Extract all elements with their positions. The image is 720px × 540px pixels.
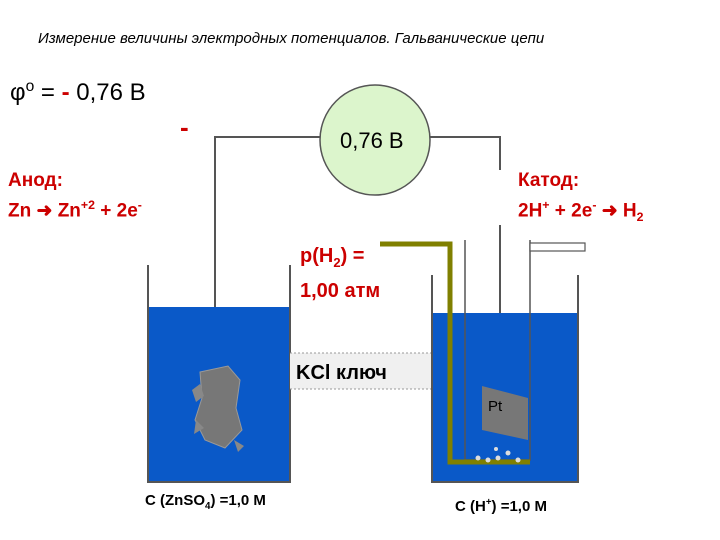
pressure-value: 1,00 атм	[300, 280, 381, 302]
anode-title: Анод:	[8, 170, 63, 191]
cathode-eq-left-sup: +	[542, 198, 550, 212]
phi-minus: -	[61, 79, 70, 106]
anode-eq-rest-sup: -	[137, 198, 142, 212]
zinc-electrode	[192, 365, 244, 452]
salt-bridge-label: KCl ключ	[296, 362, 387, 384]
hydrogen-bubbles	[475, 447, 521, 463]
cathode-equation: 2H+ + 2e- ➜ H2	[518, 198, 644, 224]
pressure-h-sub: 2	[333, 255, 341, 270]
anode-sign: -	[180, 112, 189, 142]
cathode-eq-right: H	[622, 200, 637, 222]
conc-right-a: С (H	[455, 498, 486, 515]
arrow-icon: ➜	[601, 200, 618, 222]
phi-superscript: o	[25, 78, 35, 95]
anode-eq-right-sup: +2	[80, 198, 95, 212]
cathode-eq-right-sub: 2	[636, 210, 644, 225]
external-wire-right	[420, 136, 501, 170]
phi-equals: =	[40, 79, 55, 106]
cathode-eq-left: 2H	[518, 200, 543, 222]
conc-right-b: ) =1,0 М	[491, 498, 547, 515]
page-title: Измерение величины электродных потенциал…	[38, 30, 545, 47]
conc-right-a-sup: +	[485, 497, 492, 508]
anode-equation: Zn ➜ Zn+2 + 2e-	[8, 198, 142, 222]
pressure-p: p	[300, 245, 313, 267]
anode-eq-right: Zn	[57, 200, 81, 222]
gas-outlet-tube	[529, 242, 586, 252]
voltmeter-reading: 0,76 В	[340, 128, 404, 153]
platinum-plate	[482, 386, 528, 440]
anode-eq-left: Zn	[8, 200, 32, 222]
conc-left-b-sub: 4	[205, 501, 211, 512]
salt-bridge	[290, 353, 432, 389]
platinum-label: Pt	[488, 398, 503, 415]
cathode-eq-mid: + 2e	[554, 200, 593, 222]
right-concentration: С (H+) =1,0 М	[455, 497, 547, 515]
hydrogen-supply-tube	[380, 241, 530, 465]
pressure-eq: =	[352, 245, 365, 267]
conc-left-b: SO	[183, 492, 206, 509]
right-beaker	[431, 275, 579, 483]
anode-eq-rest: + 2e	[100, 200, 138, 222]
conc-left-a: С (Zn	[145, 492, 184, 509]
cathode-eq-mid-sup: -	[592, 198, 597, 212]
arrow-icon: ➜	[36, 200, 53, 222]
phi-value: 0,76 В	[76, 79, 146, 106]
hydrogen-pressure: p(H2) = 1,00 атм	[300, 242, 380, 305]
cathode-title: Катод:	[518, 170, 580, 191]
phi-symbol: φ	[10, 79, 26, 106]
conc-left-c: ) =1,0 М	[210, 492, 266, 509]
left-concentration: С (ZnSO4) =1,0 М	[145, 492, 266, 512]
external-wire	[214, 136, 330, 365]
pressure-h-close: )	[340, 245, 348, 267]
voltmeter-circle	[319, 84, 431, 196]
pressure-h: (H	[312, 245, 334, 267]
standard-potential: φo = - 0,76 В	[10, 78, 146, 107]
